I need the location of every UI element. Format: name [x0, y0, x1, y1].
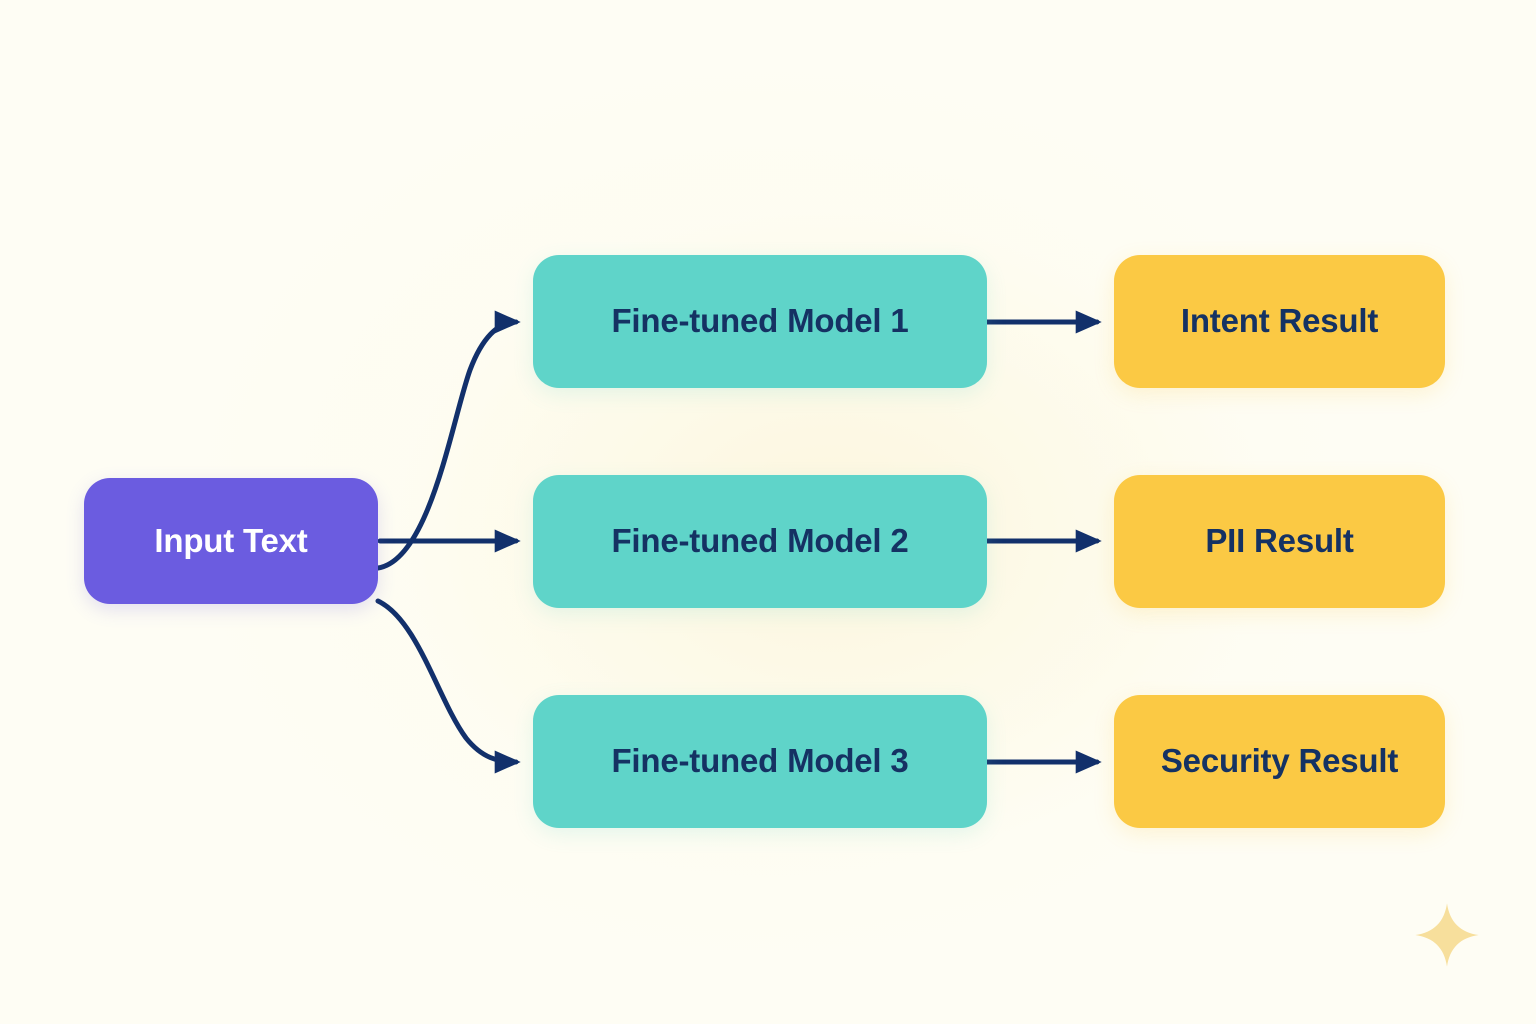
edge-input-to-model-1 [375, 310, 521, 571]
node-fine-tuned-model-1-label: Fine-tuned Model 1 [611, 302, 909, 340]
node-fine-tuned-model-1[interactable]: Fine-tuned Model 1 [533, 255, 987, 388]
node-security-result-label: Security Result [1160, 742, 1399, 780]
node-fine-tuned-model-3[interactable]: Fine-tuned Model 3 [533, 695, 987, 828]
node-pii-result[interactable]: PII Result [1114, 475, 1445, 608]
sparkle-icon [1415, 903, 1479, 967]
node-fine-tuned-model-2-label: Fine-tuned Model 2 [611, 522, 909, 560]
node-pii-result-label: PII Result [1205, 522, 1354, 560]
node-input-text[interactable]: Input Text [84, 478, 378, 604]
node-input-text-label: Input Text [154, 521, 308, 559]
edge-input-to-model-3 [375, 598, 521, 774]
node-security-result[interactable]: Security Result [1114, 695, 1445, 828]
node-fine-tuned-model-2[interactable]: Fine-tuned Model 2 [533, 475, 987, 608]
node-intent-result-label: Intent Result [1180, 302, 1379, 340]
node-intent-result[interactable]: Intent Result [1114, 255, 1445, 388]
node-fine-tuned-model-3-label: Fine-tuned Model 3 [611, 742, 909, 780]
